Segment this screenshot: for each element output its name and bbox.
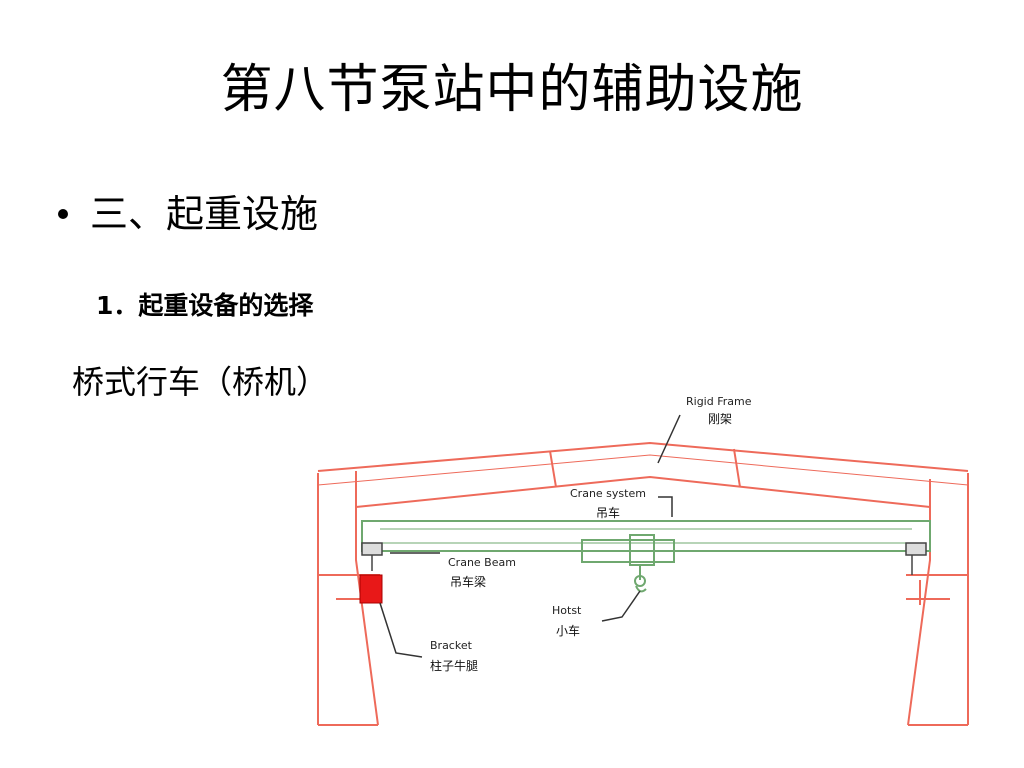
label-crane-system-en: Crane system bbox=[570, 487, 646, 500]
label-rigid-frame-cn: 刚架 bbox=[708, 412, 732, 426]
label-hoist-en: Hotst bbox=[552, 604, 582, 617]
diagram-caption: 桥式行车（桥机） bbox=[72, 363, 329, 401]
bullet-item: 三、起重设施 bbox=[58, 190, 318, 238]
subheading: 1．起重设备的选择 bbox=[96, 291, 314, 320]
label-crane-beam-en: Crane Beam bbox=[448, 556, 516, 569]
bridge-crane-diagram: Rigid Frame 刚架 Crane system 吊车 Crane Bea… bbox=[317, 395, 969, 726]
slide-title: 第八节泵站中的辅助设施 bbox=[220, 60, 804, 120]
bullet-dot-icon bbox=[58, 208, 68, 219]
label-hoist-cn: 小车 bbox=[556, 623, 580, 638]
rafter-bottom bbox=[355, 475, 931, 508]
label-bracket-cn: 柱子牛腿 bbox=[430, 658, 478, 673]
end-carriage-right bbox=[905, 542, 927, 575]
crane-girder bbox=[361, 520, 931, 593]
label-crane-system-cn: 吊车 bbox=[596, 505, 620, 520]
label-bracket-en: Bracket bbox=[430, 639, 473, 652]
bracket-block bbox=[359, 574, 383, 604]
end-carriage-left bbox=[361, 542, 383, 571]
rafter-top bbox=[317, 441, 969, 472]
bullet-text: 三、起重设施 bbox=[90, 192, 319, 236]
label-rigid-frame-en: Rigid Frame bbox=[686, 395, 752, 408]
leader-lines bbox=[379, 414, 681, 658]
left-column-inner bbox=[355, 471, 379, 726]
rigid-frame bbox=[317, 441, 969, 726]
label-crane-beam-cn: 吊车梁 bbox=[450, 574, 486, 589]
hoist-trolley bbox=[581, 539, 675, 563]
